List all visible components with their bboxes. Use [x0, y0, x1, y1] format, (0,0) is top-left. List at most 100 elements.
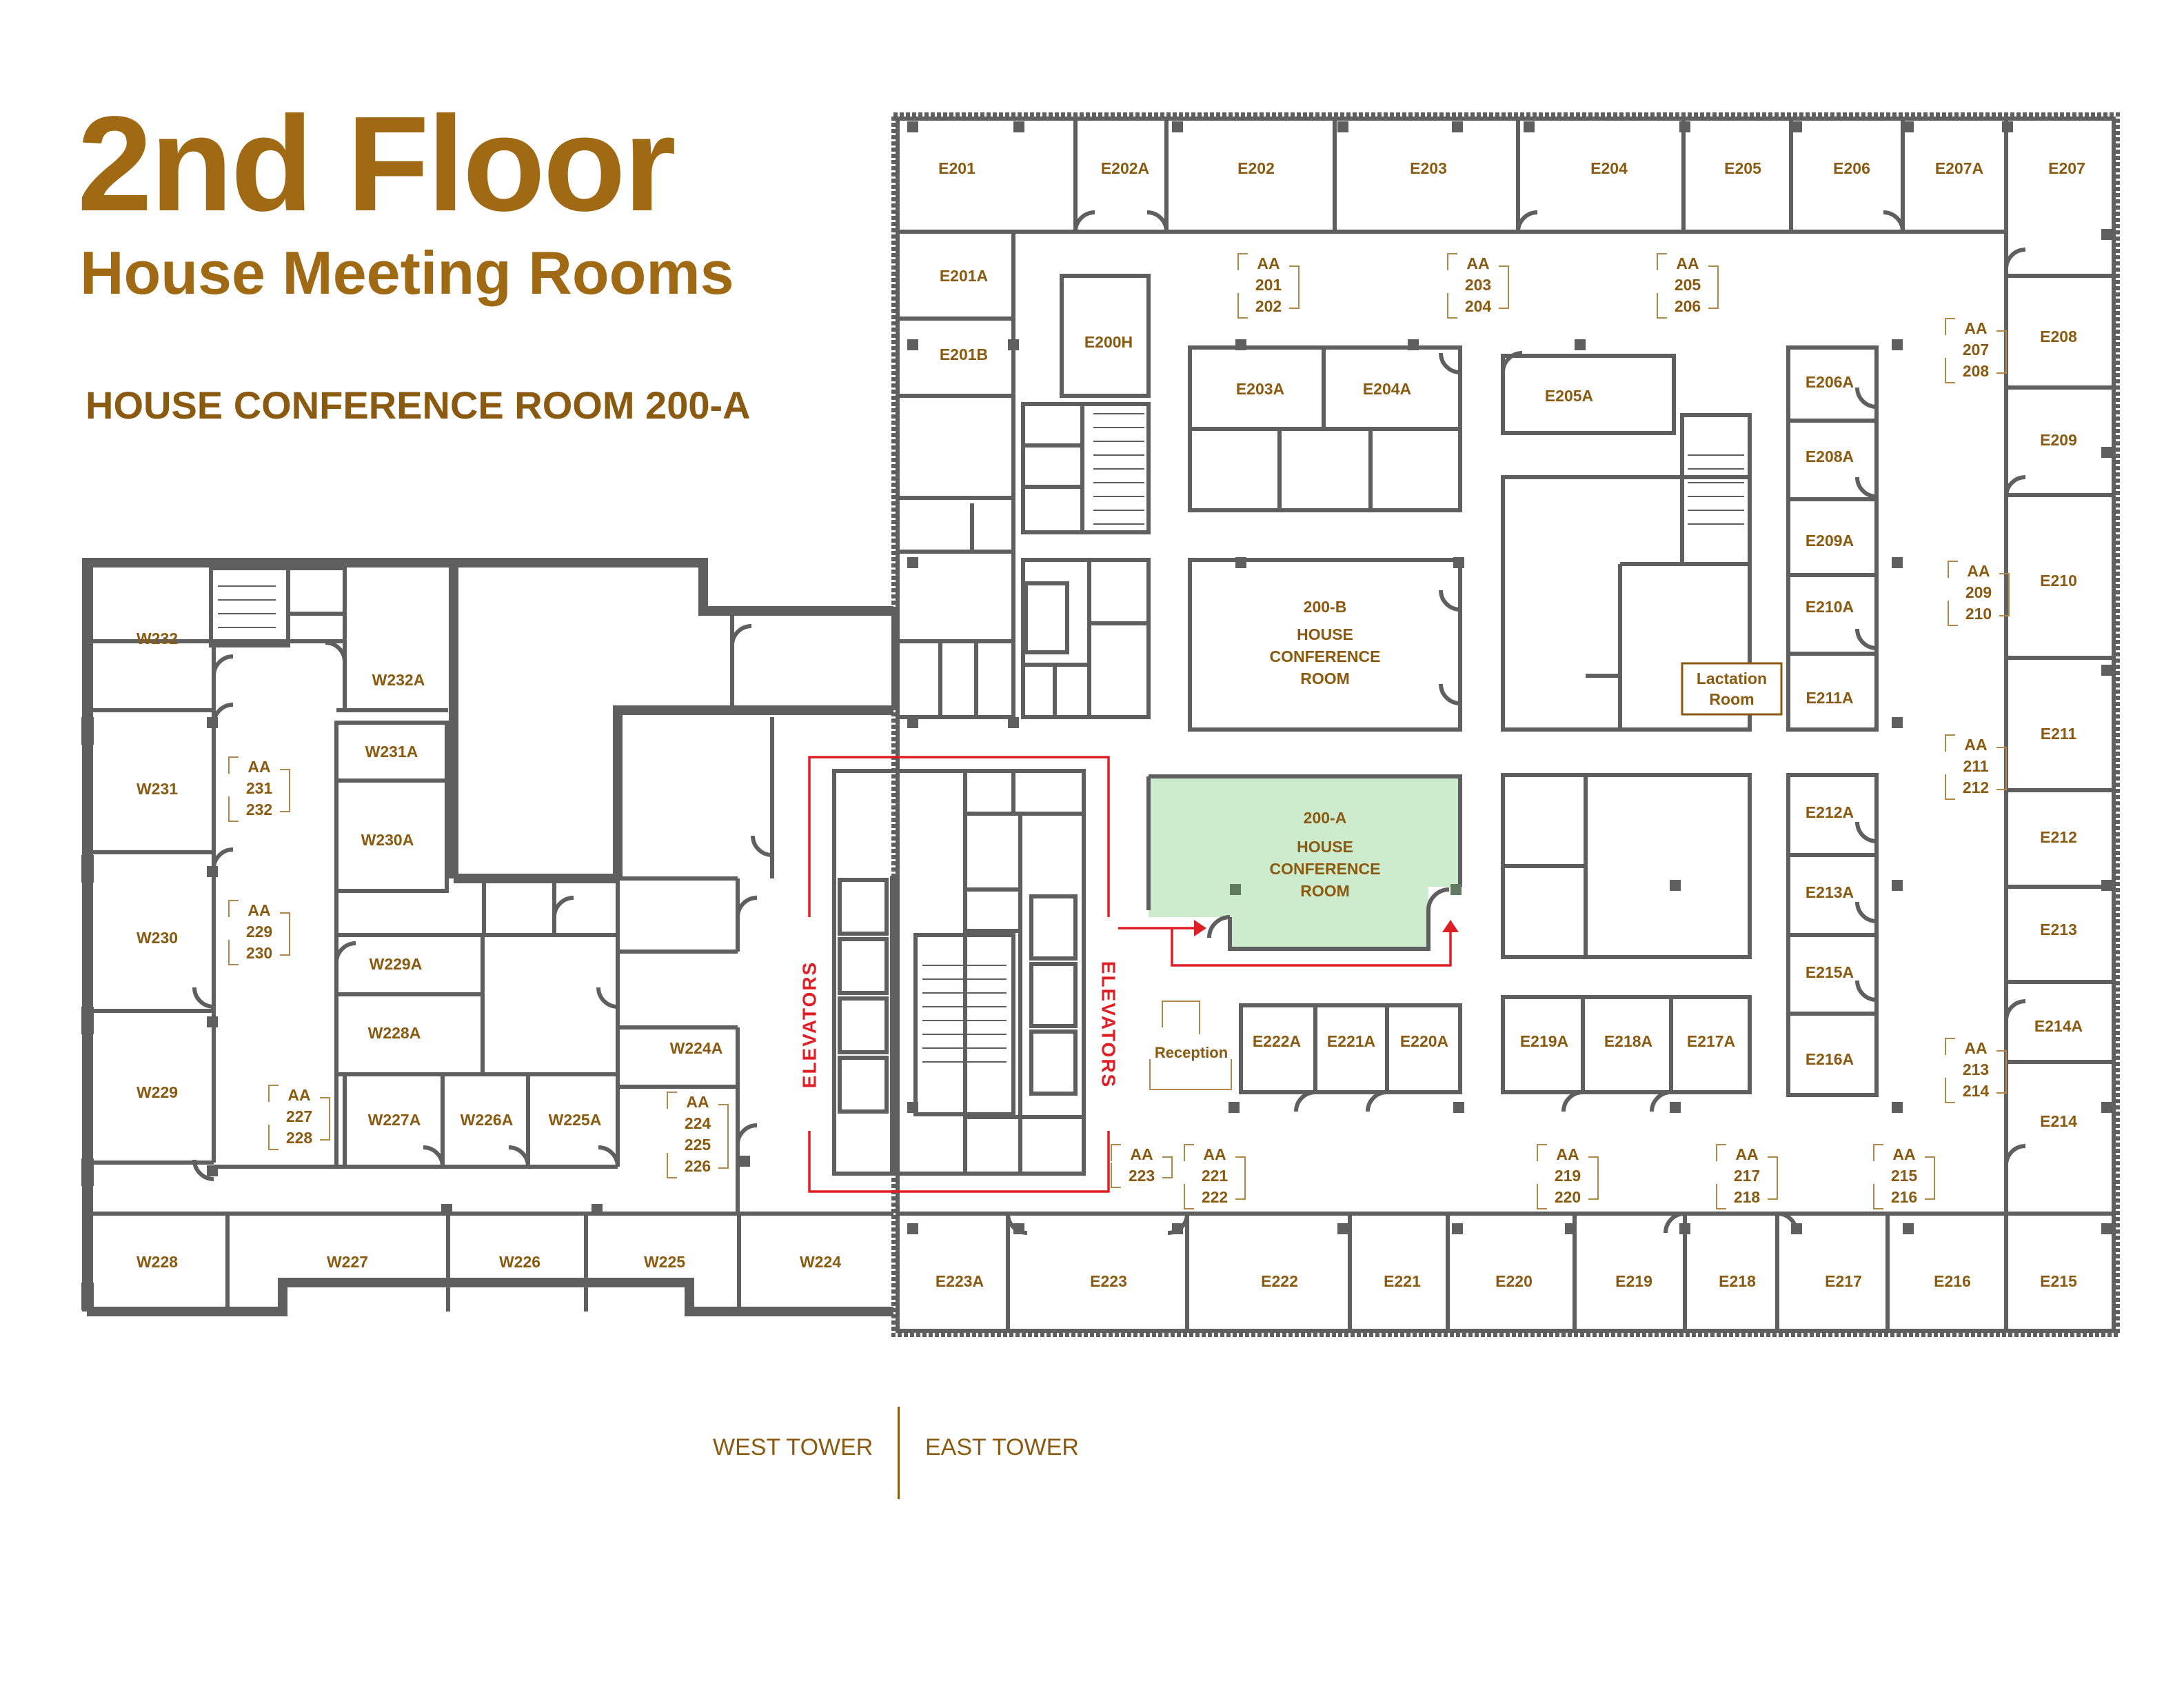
aa-marker-text: AA [1964, 1039, 1987, 1057]
aa-marker-text: AA [1676, 254, 1699, 272]
room-w229[interactable]: W229 [136, 1083, 178, 1101]
room-e216a[interactable]: E216A [1806, 1050, 1854, 1068]
conference-room-200b[interactable]: 200-B HOUSE CONFERENCE ROOM [1269, 598, 1380, 687]
room-e207[interactable]: E207 [2048, 159, 2085, 177]
room-w229a[interactable]: W229A [370, 955, 423, 973]
room-e217[interactable]: E217 [1825, 1272, 1862, 1290]
aa-bracket [667, 1092, 729, 1178]
room-e223a[interactable]: E223A [936, 1272, 984, 1290]
room-e201b[interactable]: E201B [940, 345, 988, 363]
room-e204a[interactable]: E204A [1363, 380, 1411, 398]
room-e214a[interactable]: E214A [2034, 1017, 2083, 1035]
room-e201a[interactable]: E201A [940, 267, 988, 285]
room-200a-line3: ROOM [1300, 882, 1350, 900]
room-e202[interactable]: E202 [1237, 159, 1275, 177]
aa-marker-text: AA [1964, 736, 1987, 754]
room-e220[interactable]: E220 [1495, 1272, 1533, 1290]
room-reception[interactable]: Reception [1155, 1044, 1228, 1061]
room-w226[interactable]: W226 [499, 1253, 540, 1271]
room-e209a[interactable]: E209A [1806, 532, 1854, 550]
room-e222a[interactable]: E222A [1253, 1032, 1301, 1050]
room-e218a[interactable]: E218A [1604, 1032, 1652, 1050]
room-w231a[interactable]: W231A [365, 743, 418, 761]
room-e221a[interactable]: E221A [1327, 1032, 1375, 1050]
room-e201[interactable]: E201 [938, 159, 975, 177]
page-title: 2nd Floor [77, 88, 676, 239]
room-e208a[interactable]: E208A [1806, 448, 1854, 465]
room-e221[interactable]: E221 [1384, 1272, 1421, 1290]
room-e208[interactable]: E208 [2040, 328, 2077, 345]
room-e215[interactable]: E215 [2040, 1272, 2077, 1290]
aa-marker-text: 226 [685, 1157, 711, 1175]
room-e206a[interactable]: E206A [1806, 373, 1854, 391]
room-e223[interactable]: E223 [1090, 1272, 1127, 1290]
room-e214[interactable]: E214 [2040, 1112, 2077, 1130]
aa-marker-text: 206 [1675, 297, 1701, 315]
aa-marker-text: AA [1203, 1145, 1226, 1163]
room-w228[interactable]: W228 [136, 1253, 178, 1271]
room-e215a[interactable]: E215A [1806, 963, 1854, 981]
room-e218[interactable]: E218 [1719, 1272, 1756, 1290]
room-w227[interactable]: W227 [327, 1253, 368, 1271]
room-e207a[interactable]: E207A [1935, 159, 1983, 177]
room-e206[interactable]: E206 [1833, 159, 1870, 177]
room-e213a[interactable]: E213A [1806, 883, 1854, 901]
room-w231[interactable]: W231 [136, 780, 178, 798]
room-w230[interactable]: W230 [136, 929, 178, 947]
room-e222[interactable]: E222 [1261, 1272, 1298, 1290]
room-w224[interactable]: W224 [800, 1253, 841, 1271]
room-200a-number: 200-A [1304, 809, 1347, 827]
aa-marker-text: AA [247, 901, 270, 919]
aa-marker-text: 214 [1963, 1082, 1990, 1100]
aa-marker-text: 232 [246, 801, 272, 818]
room-w227a[interactable]: W227A [368, 1111, 421, 1129]
room-w224a[interactable]: W224A [670, 1039, 723, 1057]
room-e204[interactable]: E204 [1590, 159, 1628, 177]
room-w225[interactable]: W225 [644, 1253, 685, 1271]
room-e203a[interactable]: E203A [1236, 380, 1284, 398]
room-e205[interactable]: E205 [1724, 159, 1761, 177]
room-e209[interactable]: E209 [2040, 431, 2077, 449]
room-e212a[interactable]: E212A [1806, 803, 1854, 821]
room-e210a[interactable]: E210A [1806, 598, 1854, 616]
room-e220a[interactable]: E220A [1400, 1032, 1448, 1050]
conference-room-200a[interactable] [1146, 774, 1462, 951]
aa-marker-text: AA [1735, 1145, 1758, 1163]
room-e211a[interactable]: E211A [1806, 689, 1853, 707]
room-w226a[interactable]: W226A [461, 1111, 514, 1129]
room-w228a[interactable]: W228A [368, 1024, 421, 1042]
room-e212[interactable]: E212 [2040, 828, 2077, 846]
room-e205a[interactable]: E205A [1545, 387, 1593, 405]
room-w232[interactable]: W232 [136, 630, 178, 647]
west-tower-label: WEST TOWER [713, 1434, 873, 1460]
room-w232a[interactable]: W232A [372, 671, 425, 689]
room-e217a[interactable]: E217A [1687, 1032, 1735, 1050]
lactation-room[interactable]: Lactation Room [1681, 662, 1783, 716]
room-e219a[interactable]: E219A [1520, 1032, 1568, 1050]
room-e216[interactable]: E216 [1934, 1272, 1971, 1290]
aa-markers: AA201202AA203204AA205206AA207208AA209210… [228, 253, 2010, 1209]
aa-bracket [1184, 1144, 1246, 1209]
room-e200h[interactable]: E200H [1084, 333, 1133, 351]
room-e203[interactable]: E203 [1410, 159, 1447, 177]
room-w225a[interactable]: W225A [549, 1111, 602, 1129]
room-w230a[interactable]: W230A [361, 831, 414, 849]
room-e211[interactable]: E211 [2041, 725, 2077, 743]
room-e202a[interactable]: E202A [1101, 159, 1149, 177]
room-e210[interactable]: E210 [2040, 572, 2077, 590]
room-200b-line1: HOUSE [1297, 625, 1353, 643]
aa-marker-text: 228 [286, 1129, 313, 1147]
room-e219[interactable]: E219 [1615, 1272, 1652, 1290]
room-e213[interactable]: E213 [2040, 921, 2077, 938]
aa-marker-text: 229 [246, 923, 272, 941]
